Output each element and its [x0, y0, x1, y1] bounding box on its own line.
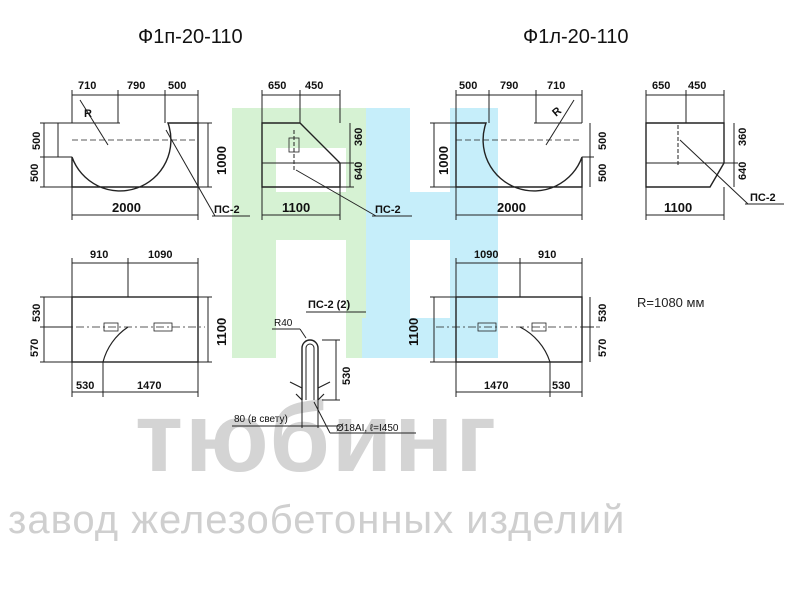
- fp-front-top-3: 500: [168, 80, 186, 92]
- fp-side-right-1: 360: [353, 128, 365, 146]
- fp-front-radius: R: [84, 108, 92, 120]
- fp-side-bottom: 1100: [282, 200, 310, 215]
- fl-front-top-1: 500: [459, 80, 477, 92]
- fp-plan-view: 910 1090 530 570 1100 530 1470: [29, 249, 229, 397]
- fp-side-ps2: ПС-2: [375, 204, 401, 216]
- fl-plan-view: 1090 910 1100 530 570 1470 530: [406, 249, 609, 397]
- fl-front-top-2: 790: [500, 80, 518, 92]
- fp-front-top-2: 790: [127, 80, 145, 92]
- fl-plan-top-2: 910: [538, 249, 556, 261]
- fl-side-bottom: 1100: [664, 200, 692, 215]
- fl-front-right-1: 500: [597, 132, 609, 150]
- loop-title: ПС-2 (2): [308, 299, 350, 311]
- fl-side-top-1: 650: [652, 80, 670, 92]
- fp-plan-bottom-1: 530: [76, 380, 94, 392]
- fp-plan-top-2: 1090: [148, 249, 172, 261]
- fl-plan-top-1: 1090: [474, 249, 498, 261]
- loop-bar-spec: Ø18AI, ℓ=I450: [336, 423, 399, 434]
- fl-front-bottom: 2000: [497, 200, 526, 215]
- lifting-loop-detail: ПС-2 (2) R40 530 80 (в свету) Ø18AI, ℓ=I…: [232, 299, 416, 434]
- fl-side-right-2: 640: [737, 162, 749, 180]
- fp-front-left-2: 500: [29, 164, 41, 182]
- fp-plan-top-1: 910: [90, 249, 108, 261]
- fp-side-top-2: 450: [305, 80, 323, 92]
- fp-front-left-1: 500: [31, 132, 43, 150]
- fp-side-view: 650 450 360 640 1100 ПС-2: [261, 80, 412, 220]
- fl-plan-height: 1100: [406, 318, 421, 346]
- fl-plan-right-2: 570: [597, 339, 609, 357]
- fp-front-ps2: ПС-2: [214, 204, 240, 216]
- fl-front-view: 500 790 710 R 1000 500 500 2000: [430, 80, 609, 220]
- watermark-tagline: завод железобетонных изделий: [8, 498, 626, 542]
- loop-radius: R40: [274, 318, 293, 329]
- fp-plan-bottom-2: 1470: [137, 380, 161, 392]
- fl-plan-right-1: 530: [597, 304, 609, 322]
- fp-plan-left-2: 570: [29, 339, 41, 357]
- fl-front-top-3: 710: [547, 80, 565, 92]
- fp-plan-height: 1100: [214, 318, 229, 346]
- fp-side-right-2: 640: [353, 162, 365, 180]
- fl-side-view: 650 450 360 640 1100 ПС-2: [645, 80, 784, 220]
- loop-height: 530: [341, 367, 353, 385]
- fp-plan-left-1: 530: [31, 304, 43, 322]
- fl-side-top-2: 450: [688, 80, 706, 92]
- fp-front-height: 1000: [214, 146, 229, 175]
- fl-plan-bottom-2: 530: [552, 380, 570, 392]
- fp-front-top-1: 710: [78, 80, 96, 92]
- radius-note: R=1080 мм: [637, 295, 705, 310]
- title-left: Ф1п-20-110: [138, 26, 243, 48]
- fl-plan-bottom-1: 1470: [484, 380, 508, 392]
- fp-front-bottom: 2000: [112, 200, 141, 215]
- loop-gap: 80 (в свету): [234, 414, 288, 425]
- fp-side-top-1: 650: [268, 80, 286, 92]
- title-right: Ф1л-20-110: [523, 26, 629, 48]
- fl-front-height: 1000: [436, 146, 451, 175]
- fl-side-ps2: ПС-2: [750, 192, 776, 204]
- fl-front-right-2: 500: [597, 164, 609, 182]
- fl-front-radius: R: [550, 105, 564, 119]
- fp-front-view: 710 790 500 R 500 500 1000 2000 ПС-2: [29, 80, 250, 220]
- fl-side-right-1: 360: [737, 128, 749, 146]
